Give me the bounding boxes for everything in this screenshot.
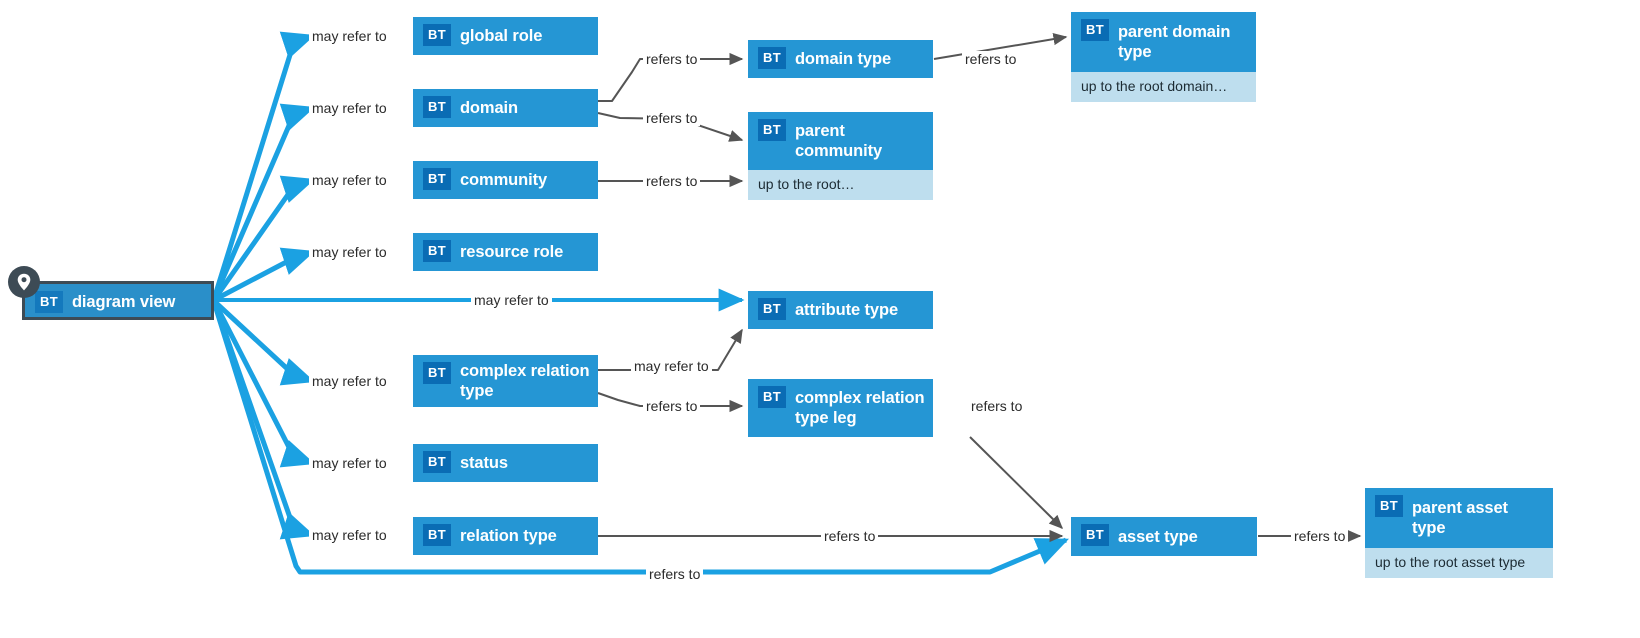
- node-complex-relation-type-leg[interactable]: BT complex relation type leg: [748, 379, 933, 437]
- bt-badge: BT: [423, 96, 451, 118]
- bt-badge: BT: [758, 386, 786, 408]
- node-resource-role[interactable]: BT resource role: [413, 233, 598, 271]
- edge-label-may-refer-to-domain: may refer to: [309, 100, 390, 116]
- bt-badge: BT: [423, 524, 451, 546]
- edge-label-refers-to-parent-domain-type: refers to: [962, 51, 1020, 67]
- node-title: community: [459, 171, 548, 189]
- edge-diagram-view-community: [211, 175, 316, 302]
- bt-badge: BT: [423, 362, 451, 384]
- edge-label-refers-to-domain-type: refers to: [643, 51, 701, 67]
- node-title: complex relation type: [459, 362, 590, 400]
- edge-label-refers-to-crt-leg: refers to: [643, 398, 701, 414]
- edge-label-refers-to-asset-type-from-crt-leg: refers to: [968, 398, 1026, 414]
- node-status[interactable]: BT status: [413, 444, 598, 482]
- node-title: diagram view: [71, 292, 176, 311]
- node-complex-relation-type[interactable]: BT complex relation type: [413, 355, 598, 407]
- edge-diagram-view-domain: [211, 103, 316, 300]
- node-title: parent domain type: [1117, 23, 1231, 61]
- edge-label-may-refer-to-complex-relation-type: may refer to: [309, 373, 390, 389]
- edge-label-refers-to-asset-type-from-relation-type: refers to: [821, 528, 879, 544]
- bt-badge: BT: [423, 168, 451, 190]
- bt-badge: BT: [1081, 524, 1109, 546]
- node-footer: up to the root domain…: [1071, 72, 1256, 102]
- node-head: BT relation type: [413, 517, 598, 555]
- secondary-edge-group: [597, 32, 1362, 543]
- edge-diagram-view-relation-type: [211, 300, 316, 540]
- bt-badge: BT: [1375, 495, 1403, 517]
- edge-label-may-refer-to-attribute-type: may refer to: [471, 292, 552, 308]
- node-title: parent community: [794, 122, 883, 160]
- node-head: BT resource role: [413, 233, 598, 271]
- node-parent-community[interactable]: BT parent community up to the root…: [748, 112, 933, 200]
- node-head: BT parent asset type: [1365, 488, 1553, 548]
- node-head: BT complex relation type: [413, 355, 598, 407]
- edge-diagram-view-global-role: [211, 31, 316, 300]
- node-title: global role: [459, 27, 543, 45]
- edge-label-refers-to-parent-community-from-domain: refers to: [643, 110, 701, 126]
- node-footer: up to the root…: [748, 170, 933, 200]
- node-domain[interactable]: BT domain: [413, 89, 598, 127]
- node-title: domain type: [794, 50, 892, 68]
- node-head: BT domain type: [748, 40, 933, 78]
- node-title: asset type: [1117, 527, 1198, 546]
- edge-diagram-view-complex-relation-type: [212, 299, 316, 386]
- node-footer: up to the root asset type: [1365, 548, 1553, 578]
- node-diagram-view[interactable]: BT diagram view: [22, 281, 214, 320]
- node-head: BT global role: [413, 17, 598, 55]
- bt-badge: BT: [423, 451, 451, 473]
- edge-label-may-refer-to-attribute-type-from-crt: may refer to: [631, 358, 712, 374]
- node-title: resource role: [459, 243, 564, 261]
- node-parent-asset-type[interactable]: BT parent asset type up to the root asse…: [1365, 488, 1553, 578]
- node-head: BT attribute type: [748, 291, 933, 329]
- node-domain-type[interactable]: BT domain type: [748, 40, 933, 78]
- node-asset-type[interactable]: BT asset type: [1071, 517, 1257, 556]
- edge-label-refers-to-parent-community-from-community: refers to: [643, 173, 701, 189]
- node-title: parent asset type: [1411, 499, 1508, 537]
- bt-badge: BT: [758, 119, 786, 141]
- node-attribute-type[interactable]: BT attribute type: [748, 291, 933, 329]
- bt-badge: BT: [758, 47, 786, 69]
- node-head: BT asset type: [1071, 517, 1257, 556]
- node-title: domain: [459, 99, 519, 117]
- edge-diagram-view-status: [211, 299, 316, 468]
- node-relation-type[interactable]: BT relation type: [413, 517, 598, 555]
- node-parent-domain-type[interactable]: BT parent domain type up to the root dom…: [1071, 12, 1256, 102]
- primary-edge-group: [211, 31, 1069, 575]
- edge-crt-leg-asset-type: [969, 436, 1063, 529]
- bt-badge: BT: [35, 291, 63, 313]
- node-head: BT parent community: [748, 112, 933, 170]
- node-head: BT domain: [413, 89, 598, 127]
- bt-badge: BT: [423, 240, 451, 262]
- edge-label-may-refer-to-relation-type: may refer to: [309, 527, 390, 543]
- node-head: BT status: [413, 444, 598, 482]
- node-title: attribute type: [794, 301, 899, 319]
- node-head: BT diagram view: [25, 284, 211, 319]
- map-pin-icon: [8, 266, 40, 298]
- node-title: status: [459, 454, 508, 472]
- node-head: BT community: [413, 161, 598, 199]
- bt-badge: BT: [423, 24, 451, 46]
- edge-label-may-refer-to-global-role: may refer to: [309, 28, 390, 44]
- edge-label-may-refer-to-status: may refer to: [309, 455, 390, 471]
- node-global-role[interactable]: BT global role: [413, 17, 598, 55]
- node-head: BT complex relation type leg: [748, 379, 933, 437]
- node-title: relation type: [459, 527, 557, 545]
- edge-label-refers-to-parent-asset-type: refers to: [1291, 528, 1349, 544]
- edge-diagram-view-resource-role: [212, 247, 316, 303]
- edge-label-may-refer-to-resource-role: may refer to: [309, 244, 390, 260]
- bt-badge: BT: [1081, 19, 1109, 41]
- node-title: complex relation type leg: [794, 389, 925, 427]
- node-community[interactable]: BT community: [413, 161, 598, 199]
- bt-badge: BT: [758, 298, 786, 320]
- edge-label-may-refer-to-community: may refer to: [309, 172, 390, 188]
- edge-label-refers-to-asset-type-from-root: refers to: [646, 566, 704, 582]
- node-head: BT parent domain type: [1071, 12, 1256, 72]
